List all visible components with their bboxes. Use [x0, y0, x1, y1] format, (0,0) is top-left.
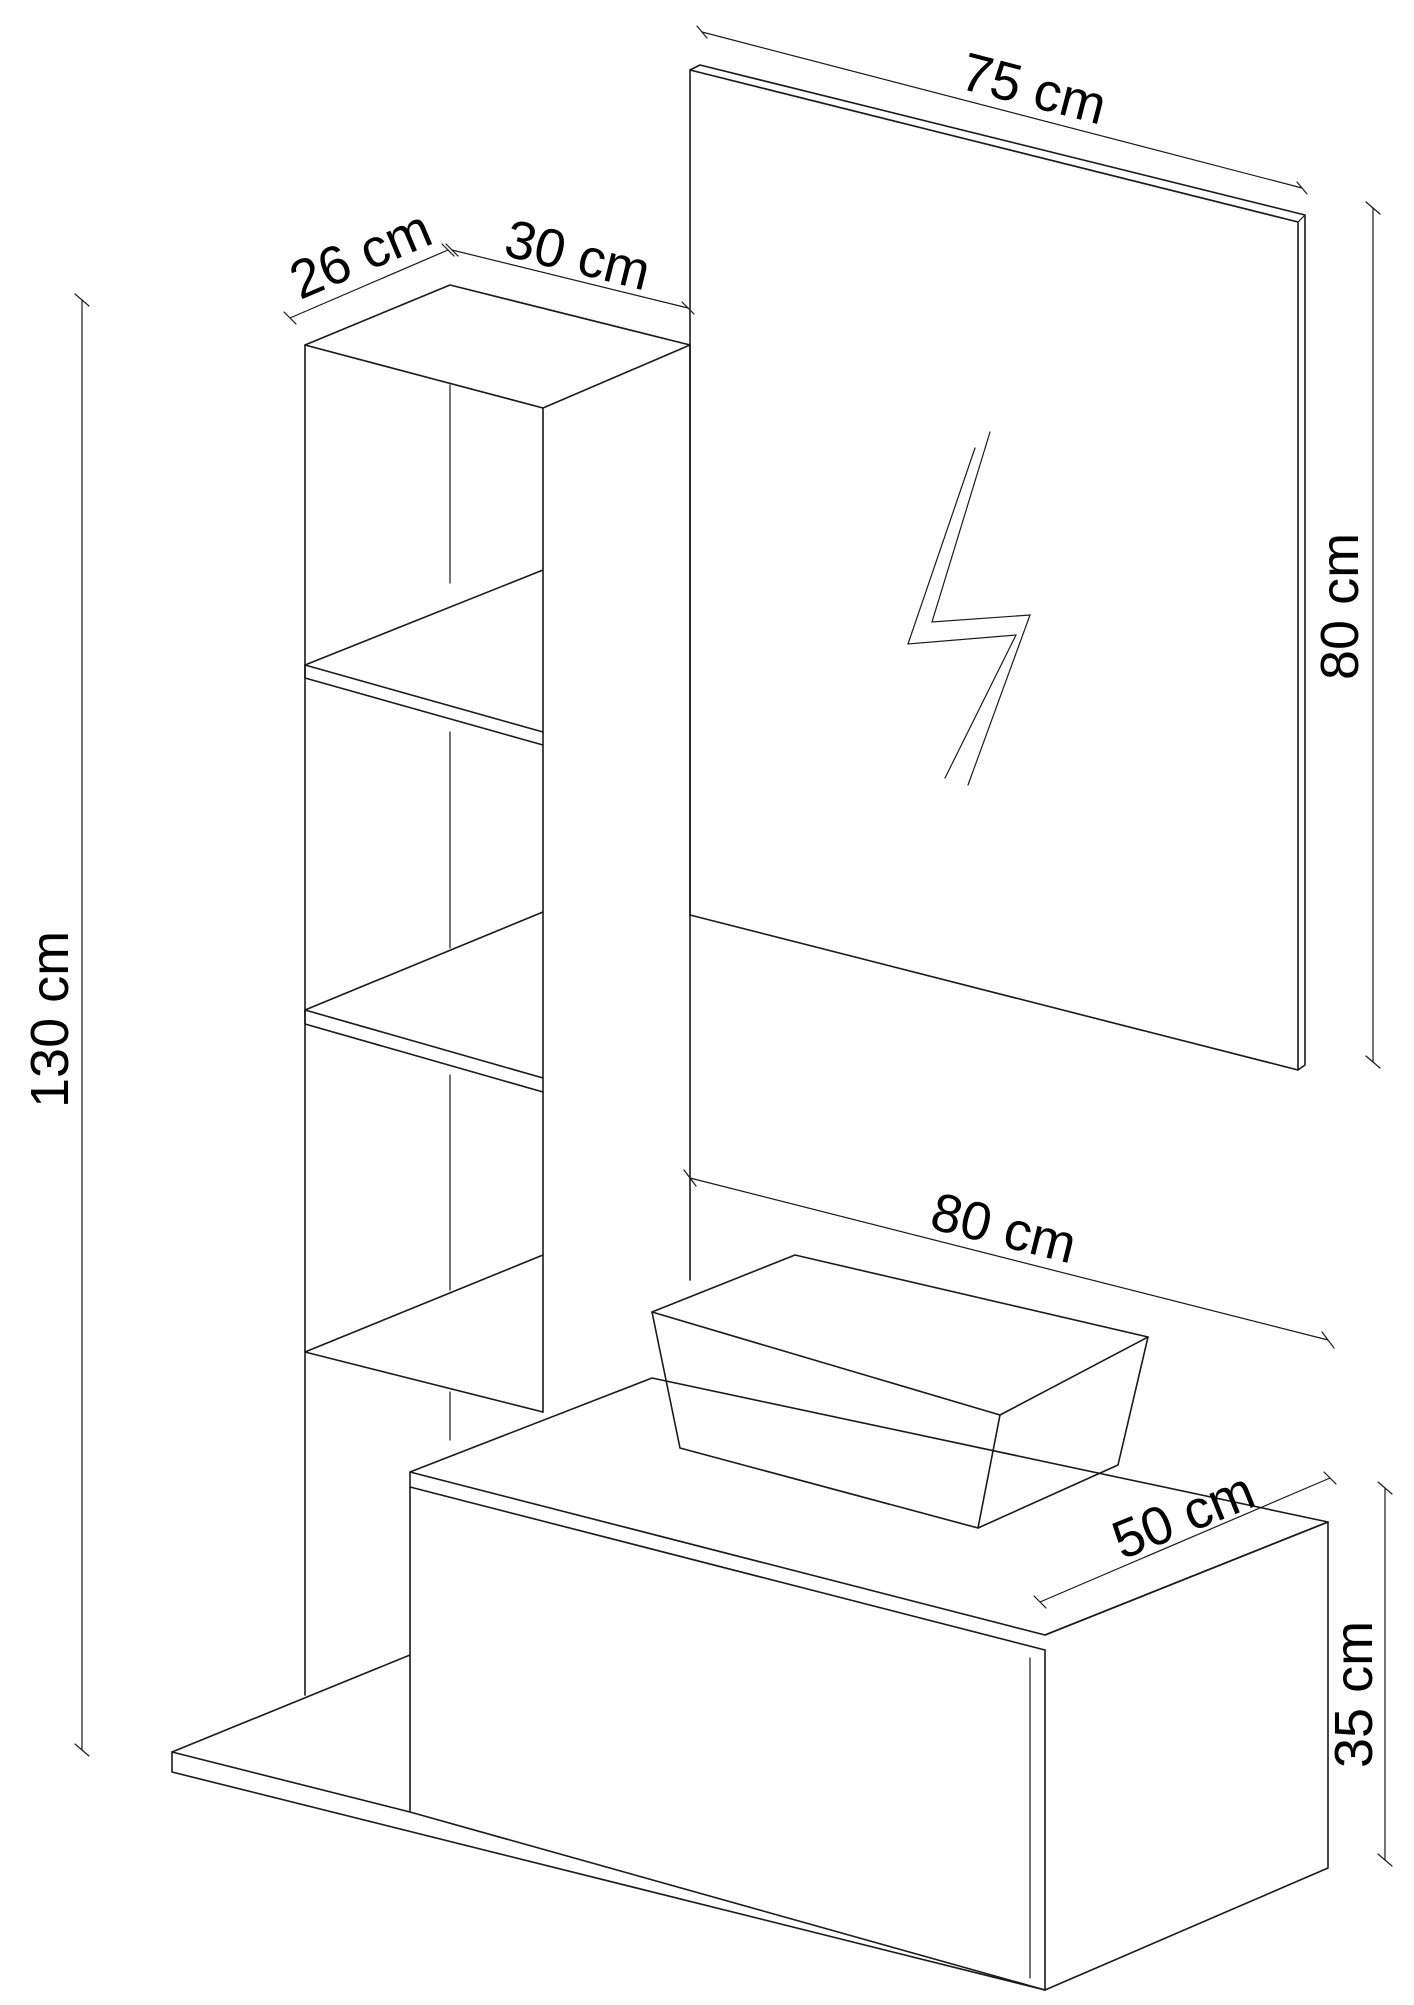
shelf-tower: [304, 284, 691, 1696]
mirror-width-label: 75 cm: [955, 42, 1112, 137]
dimension-cabinet-width: 80 cm: [683, 1169, 1335, 1349]
dimension-mirror-width: 75 cm: [696, 25, 1308, 195]
cabinet-width-label: 80 cm: [925, 1181, 1082, 1275]
dimension-mirror-height: 80 cm: [1310, 201, 1381, 1069]
cabinet-height-label: 35 cm: [1324, 1621, 1384, 1768]
shelf-width-label: 30 cm: [499, 208, 656, 302]
shelf-depth-label: 26 cm: [281, 198, 440, 311]
dimension-total-height: 130 cm: [20, 293, 90, 1757]
cabinet: [409, 1377, 1329, 1991]
dimension-cabinet-height: 35 cm: [1324, 1481, 1393, 1867]
total-height-label: 130 cm: [20, 931, 80, 1108]
dimension-shelf-width: 30 cm: [445, 208, 695, 315]
base-plinth: [171, 1654, 1046, 1991]
mirror-reflection-icon: [907, 431, 1031, 786]
sink-basin: [651, 1254, 1149, 1529]
mirror-panel: [689, 64, 1306, 1071]
cabinet-depth-label: 50 cm: [1104, 1460, 1263, 1571]
mirror-height-label: 80 cm: [1310, 533, 1370, 680]
dimension-shelf-depth: 26 cm: [281, 198, 455, 325]
